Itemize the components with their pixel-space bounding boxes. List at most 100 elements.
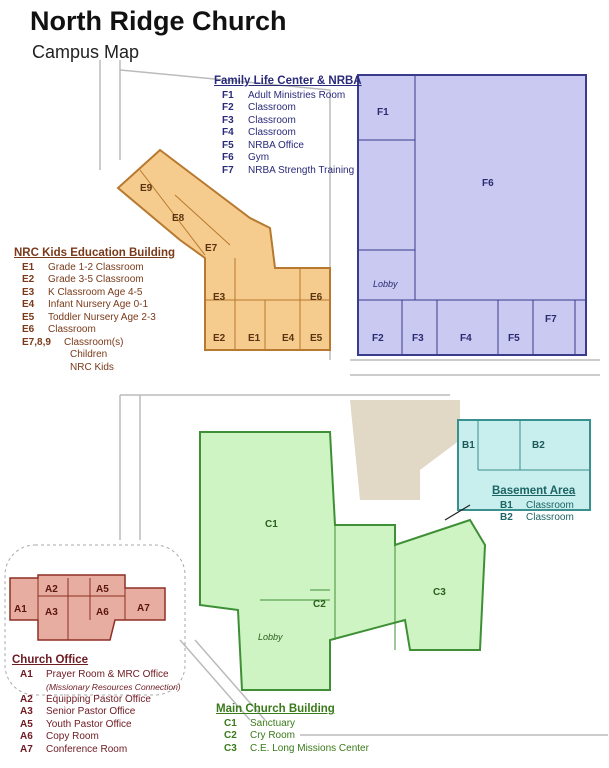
legend-code: A5 <box>20 718 33 730</box>
legend-extra: Children <box>70 349 108 360</box>
legend-code: F3 <box>222 114 234 126</box>
kids-legend: NRC Kids Education Building E1 Grade 1-2 … <box>14 247 175 374</box>
legend-code: C1 <box>224 717 237 729</box>
legend-code: F6 <box>222 152 234 163</box>
legend-code: E6 <box>22 324 35 335</box>
legend-label: Cry Room <box>250 730 296 741</box>
legend-code: A3 <box>20 706 33 717</box>
room-a5[interactable]: A5 <box>96 584 109 595</box>
legend-code: A6 <box>20 731 33 742</box>
legend-extra: NRC Kids <box>70 361 114 373</box>
legend-label: Classroom <box>248 127 296 138</box>
room-f7[interactable]: F7 <box>545 314 557 325</box>
legend-label: Grade 3-5 Classroom <box>48 274 144 285</box>
parking-area <box>350 400 460 500</box>
room-f1[interactable]: F1 <box>377 107 389 118</box>
legend-code: A2 <box>20 693 33 705</box>
room-b2[interactable]: B2 <box>532 440 545 451</box>
room-a7[interactable]: A7 <box>137 603 150 614</box>
legend-label: Infant Nursery Age 0-1 <box>48 299 149 310</box>
legend-label: Copy Room <box>46 731 99 742</box>
legend-label: Classroom(s) <box>64 336 124 348</box>
legend-label: Grade 1-2 Classroom <box>48 261 144 273</box>
legend-code: F1 <box>222 89 234 101</box>
main-church-building[interactable]: C1 C2 C3 Lobby <box>199 431 487 691</box>
room-e6[interactable]: E6 <box>310 292 323 303</box>
legend-code: C3 <box>224 742 237 754</box>
legend-label: Gym <box>248 152 270 163</box>
legend-code: E2 <box>22 274 35 285</box>
legend-heading: Basement Area <box>492 485 576 497</box>
room-c2[interactable]: C2 <box>313 599 326 610</box>
room-f4[interactable]: F4 <box>460 333 472 344</box>
legend-code: F4 <box>222 127 234 138</box>
room-f2[interactable]: F2 <box>372 333 384 344</box>
legend-label: Adult Ministries Room <box>248 89 346 101</box>
legend-heading: NRC Kids Education Building <box>14 247 175 259</box>
page-title: North Ridge Church <box>30 6 287 36</box>
room-b1[interactable]: B1 <box>462 440 475 451</box>
legend-code: E5 <box>22 311 35 323</box>
legend-code: F2 <box>222 102 234 113</box>
legend-label: C.E. Long Missions Center <box>250 742 369 754</box>
basement-arrow <box>444 504 471 521</box>
legend-label: NRBA Office <box>248 139 304 151</box>
room-e9[interactable]: E9 <box>140 183 153 194</box>
legend-code: F5 <box>222 139 234 151</box>
legend-label: Equipping Pastor Office <box>46 693 151 705</box>
room-e7[interactable]: E7 <box>205 243 218 254</box>
room-e4[interactable]: E4 <box>282 333 295 344</box>
legend-label: Prayer Room & MRC Office <box>46 668 169 680</box>
room-a3[interactable]: A3 <box>45 607 58 618</box>
office-boundary <box>4 544 186 696</box>
room-e8[interactable]: E8 <box>172 213 185 224</box>
legend-label: Youth Pastor Office <box>46 718 132 730</box>
legend-code: A7 <box>20 743 33 755</box>
legend-label: Classroom <box>248 102 296 113</box>
room-a6[interactable]: A6 <box>96 607 109 618</box>
roads <box>99 60 608 736</box>
legend-label: Classroom <box>526 499 574 511</box>
legend-label: Toddler Nursery Age 2-3 <box>48 311 156 323</box>
room-e1[interactable]: E1 <box>248 333 261 344</box>
legend-label: Classroom <box>48 324 96 335</box>
legend-heading: Main Church Building <box>216 703 335 715</box>
room-f6[interactable]: F6 <box>482 178 494 189</box>
church-lobby-label: Lobby <box>258 632 283 642</box>
basement-area[interactable]: B1 B2 <box>457 419 591 511</box>
legend-code: E7,8,9 <box>22 336 51 348</box>
legend-label: K Classroom Age 4-5 <box>48 286 143 298</box>
legend-label: Senior Pastor Office <box>46 706 136 717</box>
family-life-center[interactable]: F1 F2 F3 F4 F5 F6 F7 Lobby <box>357 74 587 356</box>
family-life-legend: Family Life Center & NRBA F1 Adult Minist… <box>214 75 362 177</box>
room-f5[interactable]: F5 <box>508 333 520 344</box>
legend-label: Classroom <box>526 512 574 523</box>
legend-note: (Missionary Resources Connection) <box>46 682 181 692</box>
legend-label: Classroom <box>248 114 296 126</box>
legend-heading: Family Life Center & NRBA <box>214 75 362 87</box>
legend-code: E1 <box>22 261 35 273</box>
room-c1[interactable]: C1 <box>265 519 278 530</box>
room-c3[interactable]: C3 <box>433 587 446 598</box>
kids-education-building[interactable]: E1 E2 E3 E4 E5 E6 E7 E8 E9 <box>116 148 331 351</box>
room-a1[interactable]: A1 <box>14 604 27 615</box>
page-subtitle: Campus Map <box>32 42 140 62</box>
room-e2[interactable]: E2 <box>213 333 226 344</box>
church-office[interactable]: A1 A2 A3 A5 A6 A7 <box>9 574 166 641</box>
legend-code: B1 <box>500 499 513 511</box>
legend-label: NRBA Strength Training <box>248 164 355 176</box>
legend-code: B2 <box>500 512 513 523</box>
legend-code: F7 <box>222 164 234 176</box>
room-e3[interactable]: E3 <box>213 292 226 303</box>
room-e5[interactable]: E5 <box>310 333 323 344</box>
legend-label: Conference Room <box>46 743 128 755</box>
legend-heading: Church Office <box>12 654 89 666</box>
room-a2[interactable]: A2 <box>45 584 58 595</box>
legend-label: Sanctuary <box>250 717 296 729</box>
room-f3[interactable]: F3 <box>412 333 424 344</box>
